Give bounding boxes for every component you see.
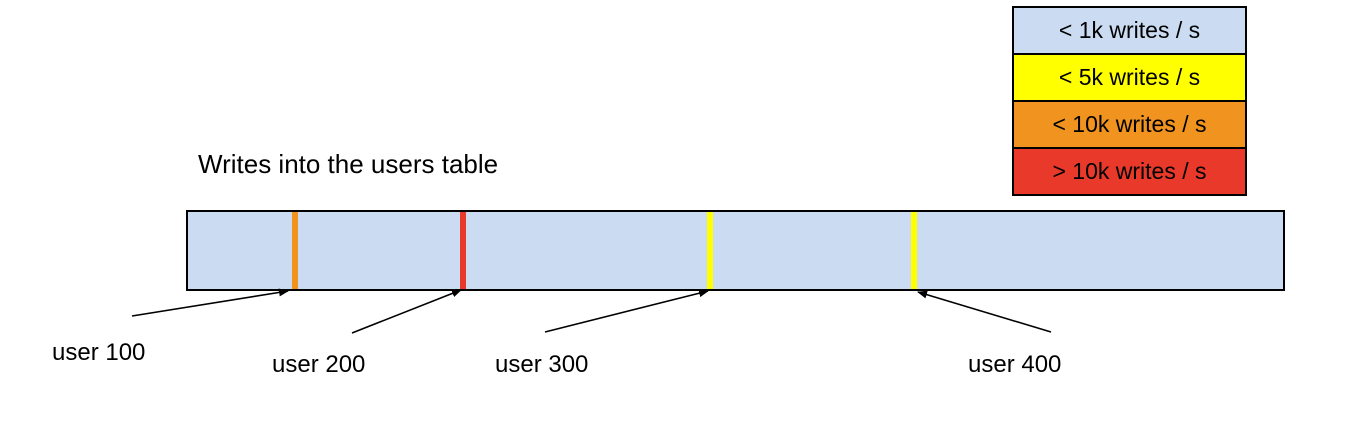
legend-item-light-blue: < 1k writes / s: [1012, 6, 1247, 55]
user-label: user 100: [52, 339, 146, 366]
users-table-bar: [186, 210, 1285, 291]
legend-item-orange: < 10k writes / s: [1012, 100, 1247, 149]
legend-item-label: < 10k writes / s: [1052, 111, 1207, 137]
arrow-to-user-400: [917, 290, 1052, 333]
legend-item-label: > 10k writes / s: [1052, 158, 1207, 184]
legend-item-yellow: < 5k writes / s: [1012, 53, 1247, 102]
diagram-title: Writes into the users table: [198, 149, 499, 179]
legend: < 1k writes / s < 5k writes / s < 10k writ…: [1012, 6, 1247, 196]
arrow-to-user-300: [544, 289, 709, 333]
hotspot-stripe-yellow: [911, 212, 917, 289]
hotspot-stripe-red: [460, 212, 466, 289]
legend-item-red: > 10k writes / s: [1012, 147, 1247, 196]
arrow-to-user-100: [131, 288, 289, 317]
hotspot-stripe-yellow: [707, 212, 713, 289]
user-label: user 300: [495, 351, 589, 378]
arrow-to-user-200: [351, 289, 462, 334]
user-label: user 200: [272, 351, 366, 378]
user-label: user 400: [968, 351, 1062, 378]
legend-item-label: < 5k writes / s: [1058, 64, 1201, 90]
hotspot-stripe-orange: [292, 212, 298, 289]
legend-item-label: < 1k writes / s: [1058, 17, 1201, 43]
